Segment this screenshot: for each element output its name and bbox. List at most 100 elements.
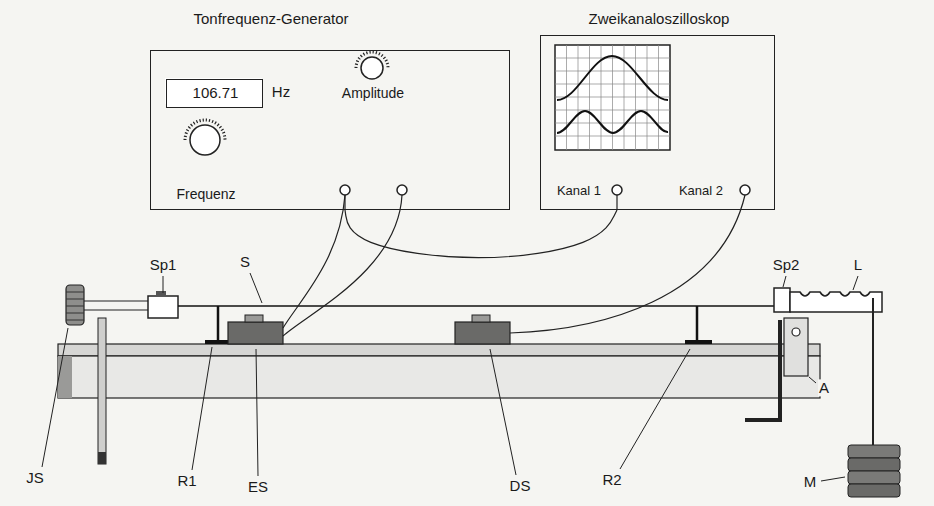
amplitude-knob (361, 57, 383, 79)
stand-leg (98, 318, 106, 464)
leader-line (250, 273, 262, 303)
string (178, 305, 778, 307)
part-label: M (803, 473, 818, 490)
part-label: JS (25, 469, 45, 486)
part-label: L (853, 256, 863, 273)
knurl-line (66, 306, 84, 307)
bridge (217, 306, 220, 342)
wire (510, 195, 745, 333)
leader-line (853, 276, 858, 290)
axis-block (784, 318, 808, 376)
output-terminal (397, 185, 407, 195)
leader-line (163, 276, 164, 293)
knob-knurl (66, 292, 84, 320)
frequency-display: 106.71 (166, 79, 263, 108)
beam-shadow (58, 356, 72, 398)
unit-label: Hz (272, 83, 290, 100)
oscilloscope: ZweikanaloszilloskopKanal 1Kanal 2 (540, 35, 775, 210)
part-label: R2 (601, 471, 622, 488)
leader-line (821, 477, 845, 481)
signal-trace (557, 111, 668, 133)
string-clamp (774, 288, 790, 312)
lever (790, 292, 882, 312)
grid-line (555, 123, 670, 124)
bridge (696, 306, 699, 342)
signal-cable (345, 210, 617, 258)
channel-label: Kanal 2 (679, 184, 723, 199)
screw-shaft (84, 300, 150, 301)
knurl-line (66, 320, 84, 321)
coil-core (245, 315, 263, 322)
grid-line (555, 136, 670, 137)
bench-top (58, 344, 820, 356)
frequency-value: 106.71 (193, 84, 239, 101)
exciter-coil (228, 322, 283, 344)
part-label: S (239, 253, 251, 270)
leader-line (42, 328, 68, 467)
leader-line (809, 377, 816, 383)
knurl-line (66, 299, 84, 300)
pivot (792, 328, 800, 336)
grid-line (555, 71, 670, 72)
grid-line (555, 97, 670, 98)
wire (283, 195, 345, 328)
leader-lines (42, 273, 858, 481)
output-terminal (340, 185, 350, 195)
part-label: ES (247, 478, 269, 495)
stand-foot (98, 452, 106, 464)
grid-line (555, 58, 670, 59)
input-terminal (740, 185, 750, 195)
device-title: Zweikanaloszilloskop (589, 10, 730, 27)
wire-stub (616, 195, 617, 210)
part-label: DS (509, 477, 532, 494)
grid-line (612, 45, 613, 150)
bridge-foot (685, 340, 712, 344)
weight-disc (848, 445, 900, 458)
string-clamp (148, 296, 178, 318)
part-label: Sp2 (772, 256, 801, 273)
part-label: Sp1 (149, 256, 178, 273)
signal-trace (557, 56, 668, 100)
part-label: R1 (176, 472, 197, 489)
weight-hanger (872, 298, 874, 446)
device-title: Tonfrequenz-Generator (193, 10, 348, 27)
leader-line (192, 347, 212, 470)
channel-label: Kanal 1 (557, 184, 601, 199)
tuning-knob (66, 285, 84, 325)
signal-generator: 106.71Tonfrequenz-GeneratorHzFrequenzAmp… (150, 50, 510, 210)
leader-line (490, 349, 516, 475)
leader-line (256, 349, 258, 476)
knob-label: Amplitude (342, 85, 404, 101)
knob-scale (185, 120, 225, 140)
bench-beam (58, 356, 820, 398)
grid-line (647, 45, 648, 150)
scope-screen (555, 45, 670, 150)
clamp-screw (156, 291, 166, 296)
wire (283, 195, 402, 336)
weight-disc (848, 471, 900, 484)
coil-core (472, 315, 490, 322)
bracket (745, 320, 780, 420)
grid-line (589, 45, 590, 150)
leader-line (620, 349, 690, 469)
weight-disc (848, 484, 900, 497)
grid-line (635, 45, 636, 150)
grid-line (555, 110, 670, 111)
grid-line (578, 45, 579, 150)
knob-label: Frequenz (176, 186, 235, 202)
knurl-line (66, 313, 84, 314)
weight-disc (848, 458, 900, 471)
knob-scale (356, 52, 388, 68)
leader-line (783, 276, 786, 287)
part-label: A (818, 379, 830, 396)
screw-shaft (84, 309, 150, 310)
grid-line (555, 84, 670, 85)
input-terminal (612, 185, 622, 195)
detector-coil (455, 322, 510, 344)
screen-grid (555, 45, 670, 150)
